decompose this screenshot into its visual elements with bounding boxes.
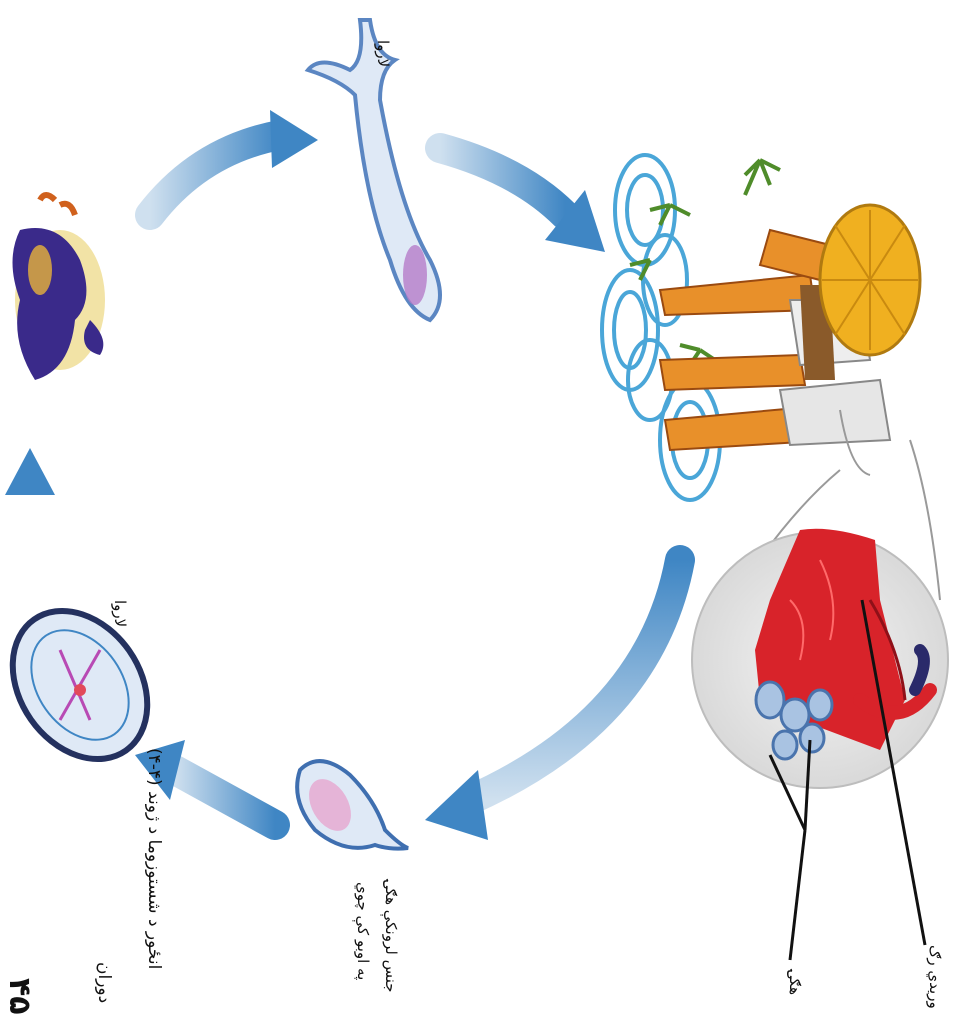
farmer-in-water-illustration	[602, 155, 920, 500]
label-eggs-line2: په اوبو کې چوي	[355, 882, 370, 980]
label-egg: هګۍ	[787, 970, 802, 995]
figure-caption-line2: دوران	[95, 962, 112, 1003]
cycle-arrow-right-down	[425, 560, 680, 840]
label-vein: وریدي رګ	[927, 945, 942, 1009]
cycle-arrow-left-up	[5, 448, 55, 595]
page-number: ۴۵	[4, 978, 34, 1015]
snail-illustration	[13, 195, 106, 380]
egg-in-water-illustration	[297, 761, 408, 848]
figure-caption-line1: (۴-۴) انځور د شستوزوما د ژوند	[145, 748, 162, 969]
cycle-arrow-top-left	[150, 110, 318, 215]
label-larva-top: لاروا	[375, 40, 390, 67]
cycle-arrow-top-right	[440, 148, 605, 252]
label-eggs-line1: جنس لرونکې هګۍ	[383, 880, 398, 993]
label-larva-left: لاروا	[112, 600, 127, 627]
blood-vessel-magnified	[692, 440, 948, 788]
